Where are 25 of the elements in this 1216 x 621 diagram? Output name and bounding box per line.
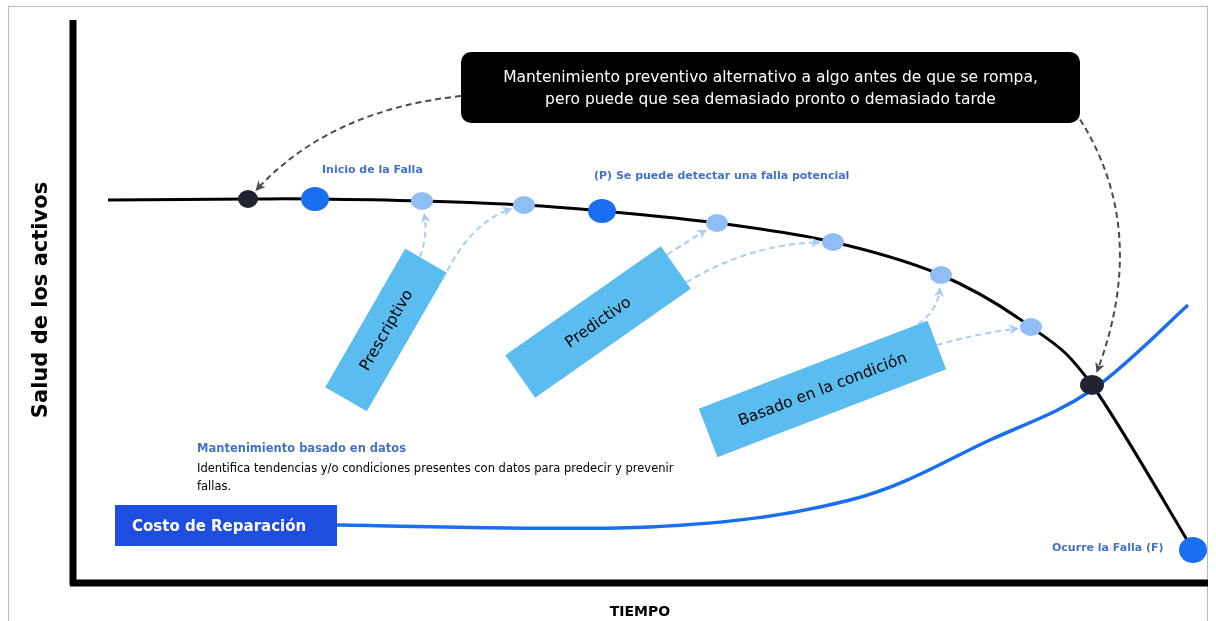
axis-title: Salud de los activos	[28, 181, 52, 419]
note-text: Identifica tendencias y/o condiciones presentes con datos para predecir y prevenir fallas.	[197, 460, 675, 495]
arrow	[665, 229, 707, 256]
arrow	[441, 207, 513, 281]
point-label: Ocurre la Falla (F)	[1052, 541, 1164, 554]
marker-dot	[1080, 375, 1104, 395]
arrow	[1079, 118, 1121, 373]
arrow	[418, 212, 431, 259]
point-label: (P) Se puede detectar una falla potencial	[594, 169, 850, 182]
stage-dot	[706, 214, 728, 232]
axis-title: TIEMPO	[609, 603, 671, 619]
stage-dot	[930, 266, 952, 284]
marker-dot	[238, 190, 258, 208]
point-label: Inicio de la Falla	[322, 163, 423, 176]
cost-label: Costo de Reparación	[115, 505, 337, 546]
arrow	[685, 237, 821, 284]
stage-dot	[411, 192, 433, 210]
arrow	[916, 286, 944, 326]
callout-box: Mantenimiento preventivo alternativo a algo antes de que se rompa, pero puede que sea demasiado pronto o demasiado tarde	[461, 52, 1080, 123]
arrow	[255, 95, 462, 191]
stage-dot	[513, 196, 535, 214]
stage-dot	[1020, 318, 1042, 336]
arrow	[935, 324, 1020, 347]
note-heading: Mantenimiento basado en datos	[197, 441, 407, 455]
stage-dot	[822, 233, 844, 251]
